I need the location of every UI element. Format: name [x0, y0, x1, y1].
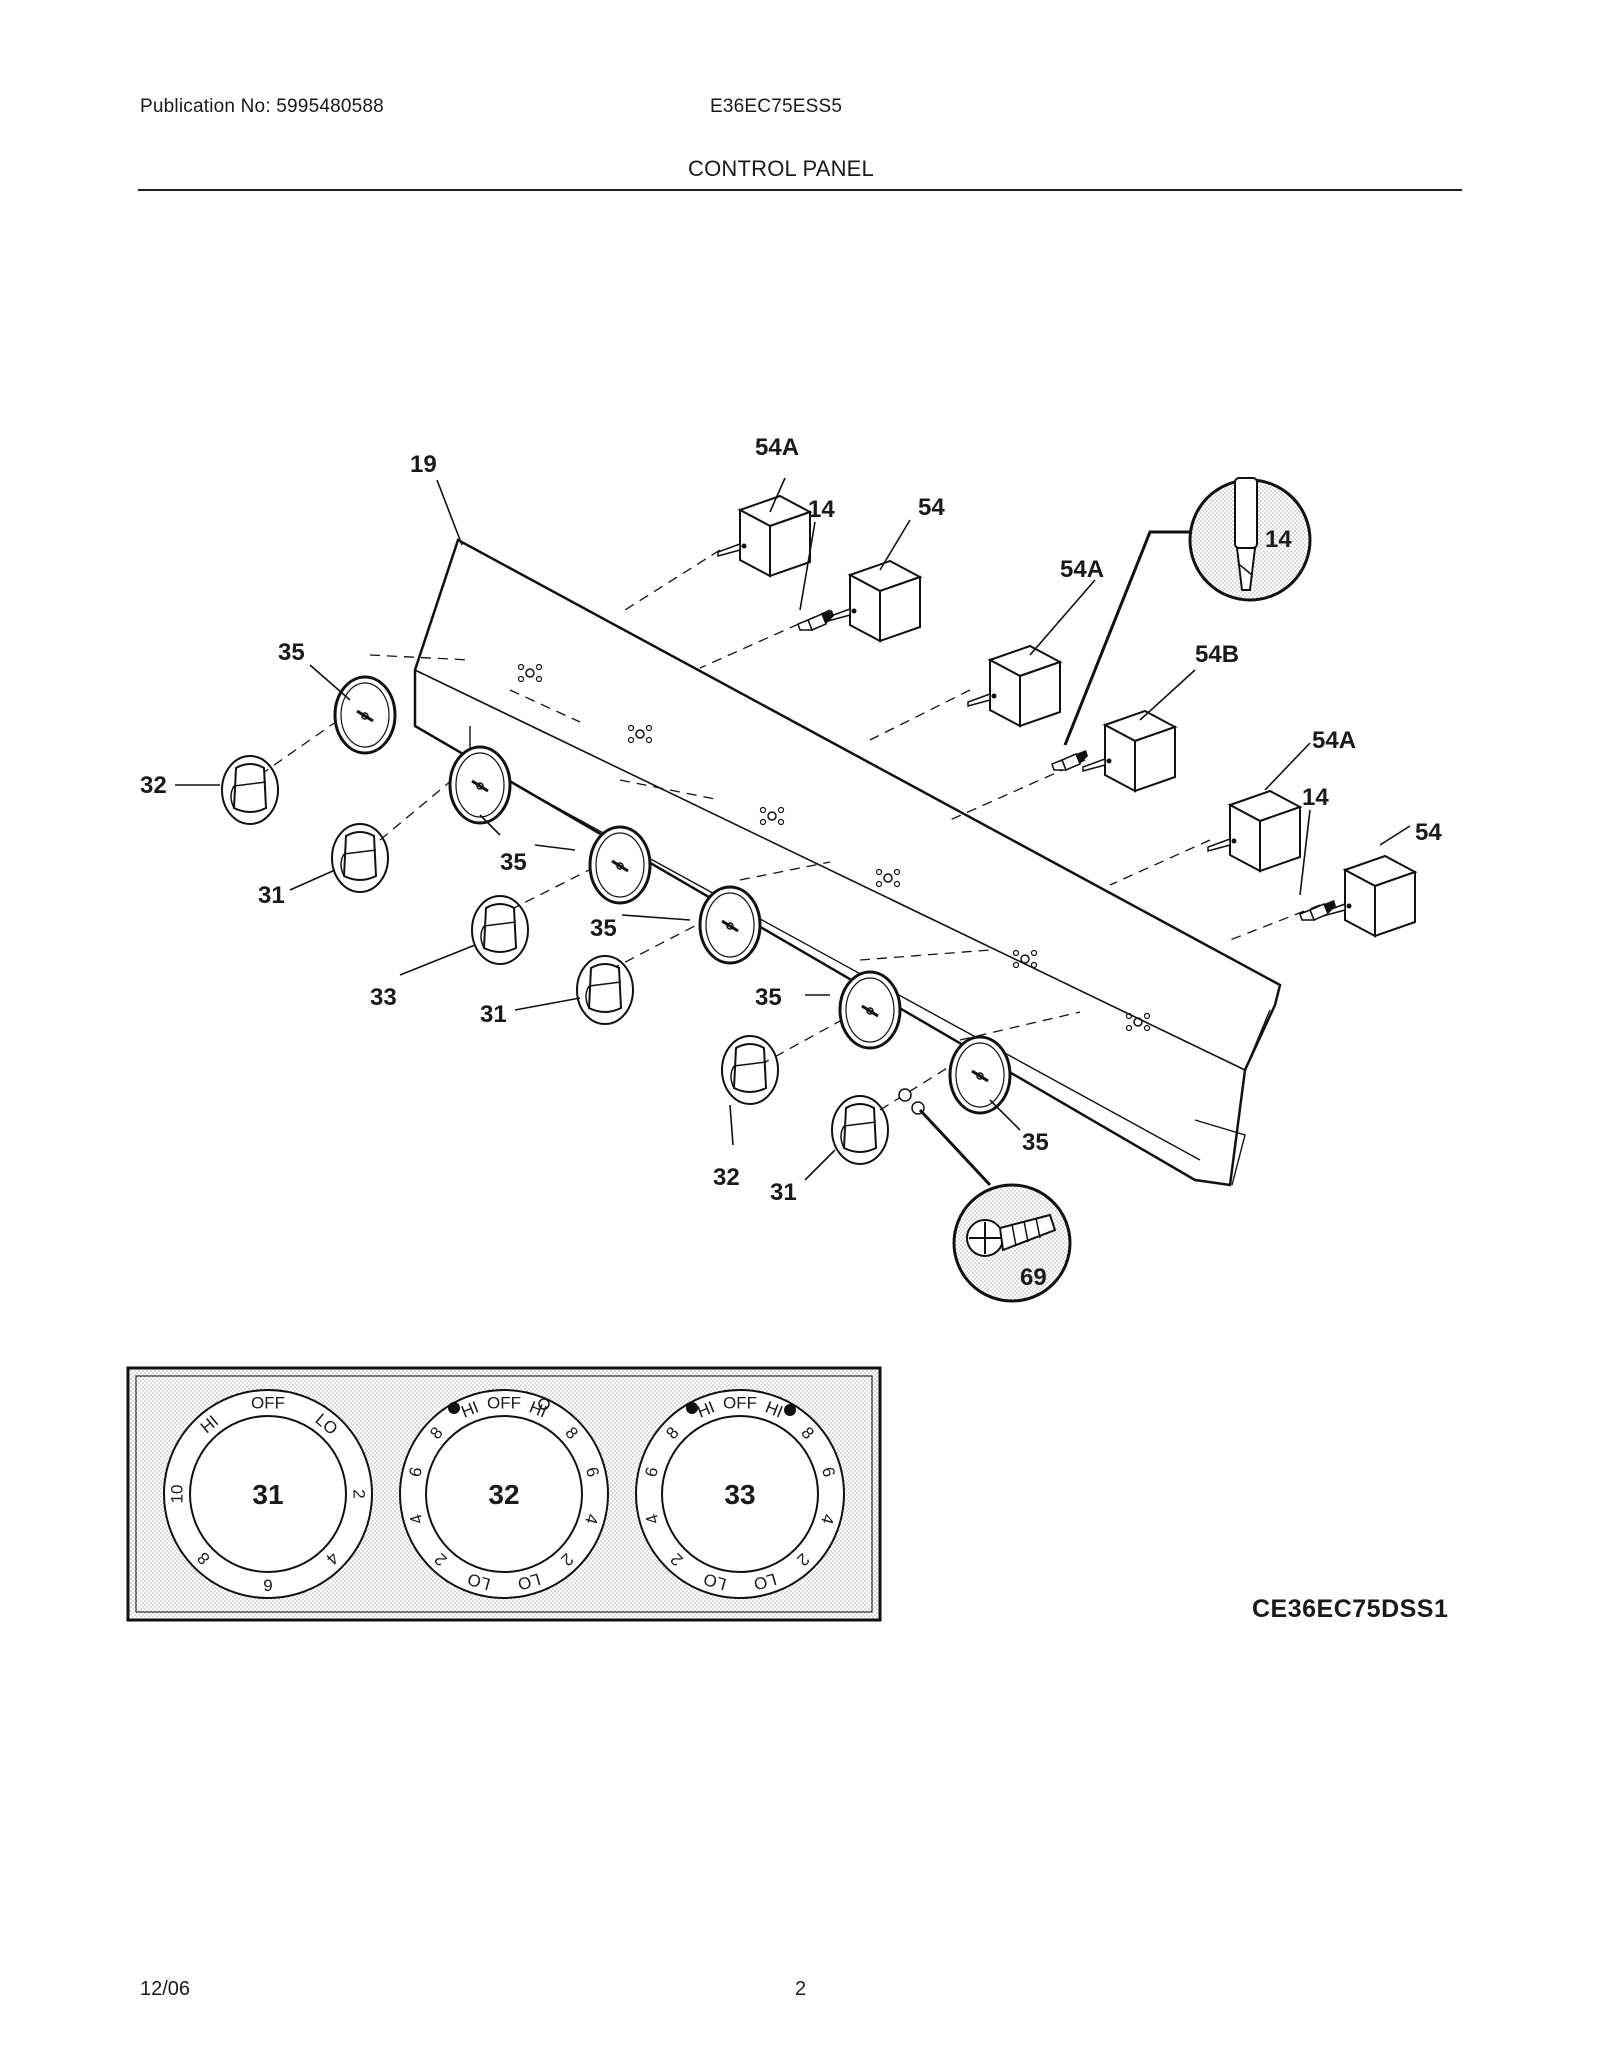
bezel-35	[588, 825, 652, 905]
callout-31: 31	[480, 1001, 507, 1028]
switch-54b	[1082, 710, 1176, 792]
callout-32: 32	[140, 772, 167, 799]
callout-35: 35	[1022, 1129, 1049, 1156]
callout-14: 14	[1265, 526, 1292, 553]
callout-54: 54	[1415, 819, 1442, 846]
assembly-lines	[259, 549, 1321, 1111]
footer-date: 12/06	[140, 1978, 191, 2000]
bezel-35	[333, 675, 397, 755]
dial-number: 33	[724, 1479, 755, 1510]
callout-31: 31	[770, 1179, 797, 1206]
callout-35: 35	[755, 984, 782, 1011]
callout-32: 32	[713, 1164, 740, 1191]
dial-mark: 6	[818, 1465, 839, 1479]
callout-54a: 54A	[755, 434, 799, 461]
knob-31	[331, 823, 389, 893]
dial-mark: 6	[263, 1576, 272, 1595]
callout-31: 31	[258, 882, 285, 909]
callout-35: 35	[590, 915, 617, 942]
dial-mark: OFF	[251, 1394, 285, 1413]
dial-number: 31	[252, 1479, 283, 1510]
bezel-35	[838, 970, 902, 1050]
knob-33	[471, 895, 529, 965]
model-number: E36EC75ESS5	[710, 96, 843, 117]
callout-35: 35	[500, 849, 527, 876]
dial-mark: 6	[405, 1465, 426, 1479]
knob-32	[221, 755, 279, 825]
dial-mark: 2	[350, 1489, 369, 1498]
switch-54a-1	[717, 495, 811, 577]
dial-mark: HI	[694, 1398, 717, 1422]
switch-54a-3	[1207, 790, 1301, 872]
callout-14: 14	[1302, 784, 1329, 811]
knob-31	[576, 955, 634, 1025]
callout-54: 54	[918, 494, 945, 521]
header-rule	[138, 189, 1462, 191]
dial-mark: OFF	[487, 1394, 521, 1413]
leader-lines	[175, 477, 1411, 1181]
bezel-35	[698, 885, 762, 965]
knob-32	[721, 1035, 779, 1105]
knob-31	[831, 1095, 889, 1165]
screw-detail-inset	[918, 1108, 1072, 1303]
publication-number: Publication No: 5995480588	[140, 96, 384, 117]
bezel-35	[948, 1035, 1012, 1115]
callout-54a: 54A	[1312, 727, 1356, 754]
control-panel-body	[413, 538, 1282, 1187]
callout-54b: 54B	[1195, 641, 1239, 668]
callout-35: 35	[278, 639, 305, 666]
indicator-lamp	[1299, 899, 1337, 921]
dial-mark: HI	[763, 1398, 786, 1422]
lamp-detail-inset	[1063, 477, 1312, 746]
dial-mark: 10	[168, 1485, 187, 1504]
dial-mark: 6	[641, 1465, 662, 1479]
callout-19: 19	[410, 451, 437, 478]
callout-69: 69	[1020, 1264, 1047, 1291]
callout-33: 33	[370, 984, 397, 1011]
bezel-35	[448, 745, 512, 825]
page-number: 2	[795, 1978, 807, 2000]
dial-mark: OFF	[723, 1394, 757, 1413]
dial-number: 32	[488, 1479, 519, 1510]
reference-code: CE36EC75DSS1	[1252, 1595, 1449, 1623]
switch-54-2	[1322, 855, 1416, 937]
indicator-lamp	[797, 609, 835, 631]
callout-14: 14	[808, 496, 835, 523]
dial-mark: 6	[582, 1465, 603, 1479]
callout-54a: 54A	[1060, 556, 1104, 583]
dial-mark: HI	[527, 1398, 550, 1422]
switch-54a-2	[967, 645, 1061, 727]
switch-54-1	[827, 560, 921, 642]
dial-mark: HI	[458, 1398, 481, 1422]
section-title: CONTROL PANEL	[688, 156, 874, 181]
